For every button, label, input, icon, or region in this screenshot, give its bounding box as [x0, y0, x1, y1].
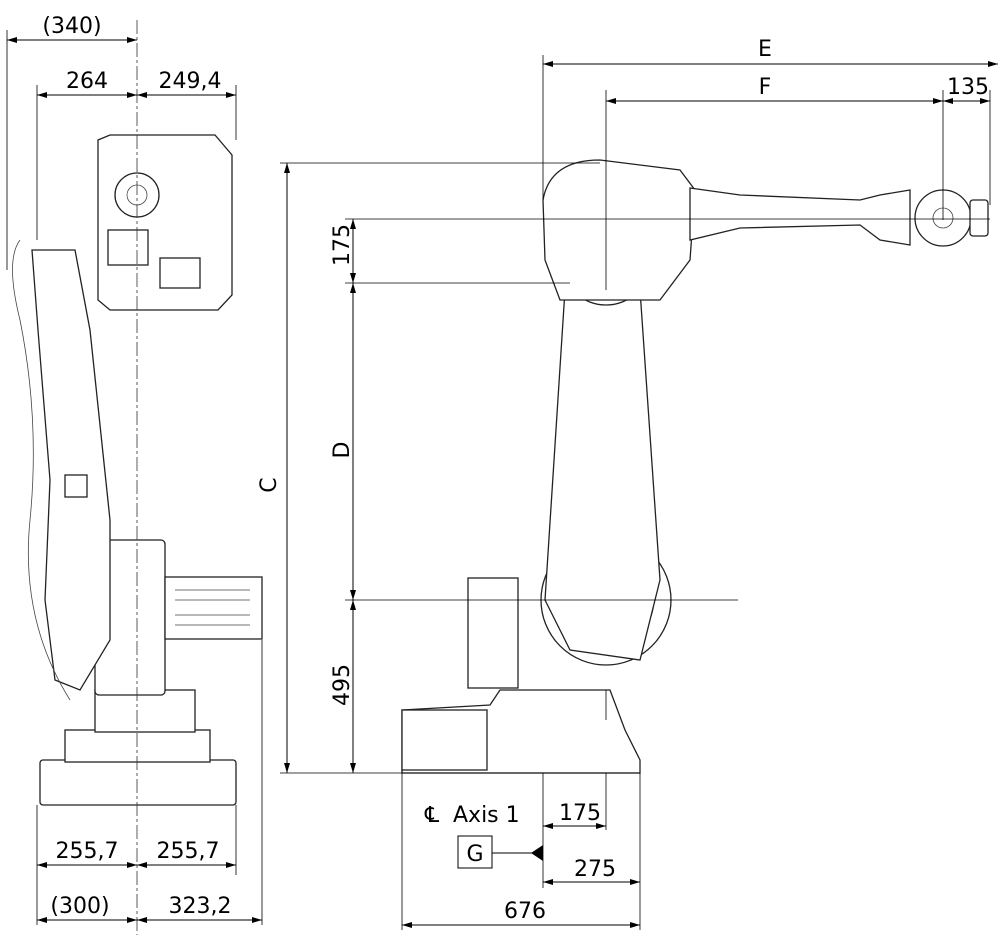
dim-axis1-to-rear: 275	[574, 857, 616, 882]
dim-E: E	[758, 37, 772, 62]
front-view-robot	[12, 20, 263, 935]
dim-base-length: 676	[504, 899, 546, 924]
dim-bottom-right: 323,2	[169, 894, 232, 919]
dim-F: F	[759, 75, 772, 100]
dim-D: D	[330, 442, 355, 459]
reference-box-G	[457, 835, 493, 869]
axis-1-label: Axis 1	[453, 803, 520, 828]
dim-right-top: 249,4	[159, 69, 222, 94]
dim-base-left: 255,7	[56, 839, 119, 864]
reference-arrow	[531, 845, 543, 861]
dim-wrist: 135	[947, 75, 989, 100]
reference-label-G: G	[466, 842, 483, 867]
dim-left-top: 264	[66, 69, 108, 94]
dim-C: C	[257, 477, 282, 492]
dim-axis1-to-axis2: 175	[559, 801, 601, 826]
dim-base-right: 255,7	[157, 839, 220, 864]
side-view-robot	[401, 90, 989, 774]
dim-axis2-offset: 175	[330, 224, 355, 266]
dim-bottom-left: (300)	[50, 894, 109, 919]
dim-base-height: 495	[330, 664, 355, 706]
dim-overall-top: (340)	[42, 14, 101, 39]
front-view-dimensions: (340) 264 249,4 255,7 255,7 (300) 323,2	[6, 14, 263, 925]
side-view-dimensions: E F 135 C 175 D 495 175 275 676 ℄ Axis 1…	[257, 37, 998, 930]
centerline-symbol: ℄	[424, 803, 440, 828]
